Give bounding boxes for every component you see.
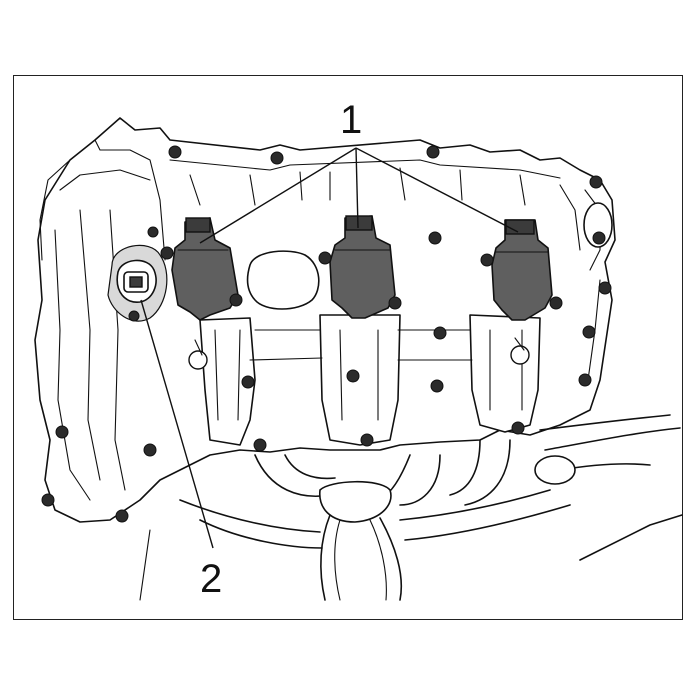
callout-2-leader bbox=[140, 299, 214, 549]
bolts bbox=[41, 145, 612, 523]
intake-runners bbox=[188, 314, 541, 446]
lower-pipes bbox=[139, 414, 683, 601]
center-cap bbox=[246, 250, 320, 310]
callout-1-leaders bbox=[199, 147, 519, 244]
ignition-coil bbox=[491, 219, 553, 321]
sensor-connector bbox=[107, 226, 168, 322]
ignition-coil bbox=[171, 217, 239, 321]
callout-2-label: 2 bbox=[200, 557, 222, 601]
ignition-coil bbox=[329, 215, 396, 319]
callout-1-label: 1 bbox=[340, 98, 362, 142]
